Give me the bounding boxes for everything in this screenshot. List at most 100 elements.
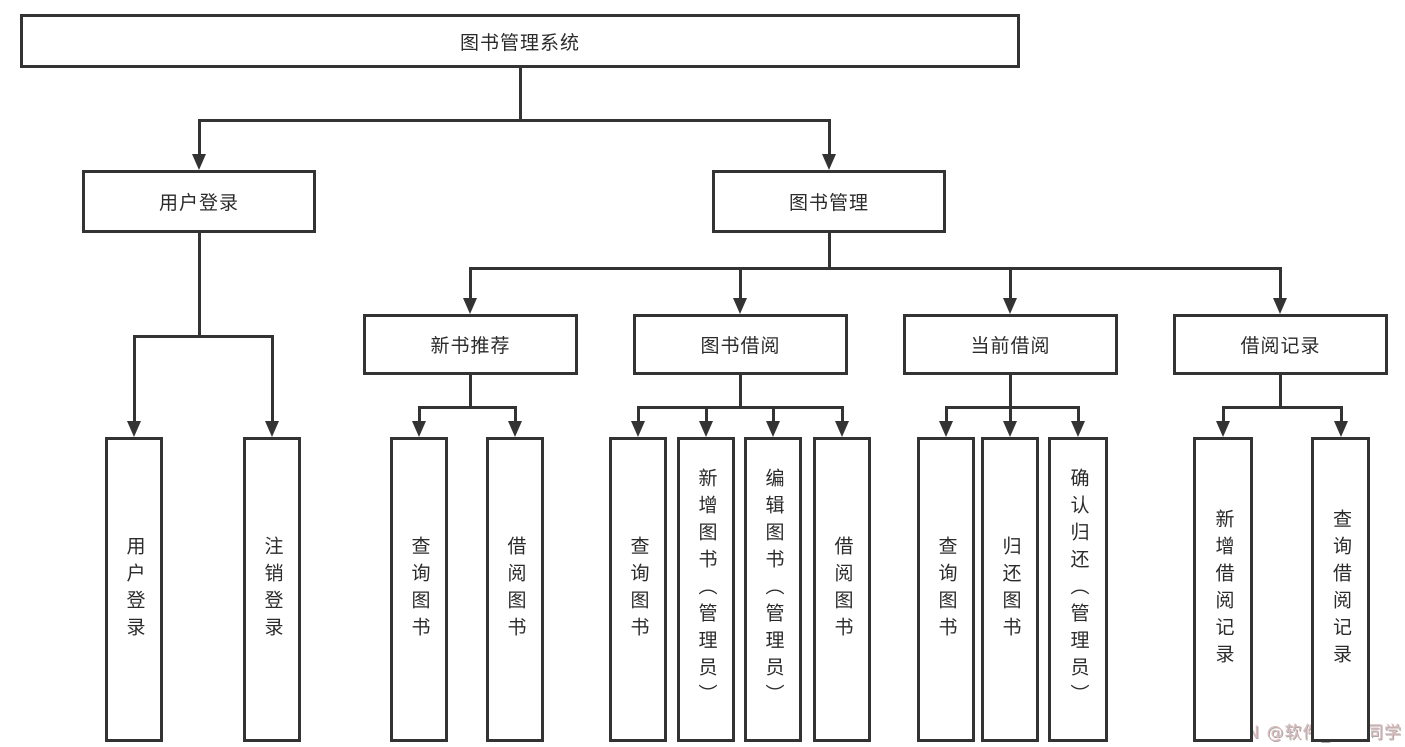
node-leaf-logout: 注销登录 (243, 437, 301, 742)
connector-line (468, 375, 472, 407)
arrow-down (1216, 407, 1230, 437)
node-leaf-borrow-book-2: 借阅图书 (813, 437, 871, 742)
arrow-shaft (1221, 407, 1225, 422)
node-label: 借阅图书 (831, 535, 854, 644)
node-leaf-query-book-1: 查询图书 (390, 437, 448, 742)
node-label: 确认归还（管理员） (1067, 468, 1090, 711)
arrowhead-icon (1003, 421, 1017, 437)
node-new-book-rec: 新书推荐 (363, 314, 578, 375)
arrowhead-icon (1216, 421, 1230, 437)
arrowhead-icon (733, 298, 747, 314)
node-label: 查询图书 (627, 535, 650, 644)
arrow-down (1071, 407, 1085, 437)
arrow-shaft (1076, 407, 1080, 422)
arrow-down (1003, 268, 1017, 314)
arrow-down (835, 407, 849, 437)
node-label: 注销登录 (261, 535, 284, 644)
arrow-shaft (468, 268, 472, 299)
arrow-shaft (840, 407, 844, 422)
arrow-down (766, 407, 780, 437)
arrow-shaft (771, 407, 775, 422)
arrowhead-icon (127, 421, 141, 437)
node-label: 编辑图书（管理员） (762, 468, 785, 711)
arrow-down (733, 268, 747, 314)
arrowhead-icon (766, 421, 780, 437)
node-leaf-borrow-book-1: 借阅图书 (486, 437, 544, 742)
node-label: 查询借阅记录 (1330, 508, 1352, 671)
connector-line (636, 405, 844, 409)
arrow-shaft (513, 407, 517, 422)
arrow-down (192, 120, 206, 170)
node-label: 图书借阅 (700, 335, 781, 357)
connector-line (417, 405, 517, 409)
arrowhead-icon (1003, 298, 1017, 314)
connector-line (1278, 375, 1282, 407)
connector-line (944, 405, 1080, 409)
arrow-down (939, 407, 953, 437)
node-label: 用户登录 (123, 535, 146, 644)
node-leaf-query-book-3: 查询图书 (917, 437, 975, 742)
connector-line (1221, 405, 1343, 409)
arrowhead-icon (699, 421, 713, 437)
node-current-borrow: 当前借阅 (903, 314, 1118, 375)
arrow-shaft (636, 407, 640, 422)
arrow-shaft (1008, 268, 1012, 299)
arrowhead-icon (1071, 421, 1085, 437)
arrow-down (265, 336, 279, 437)
arrow-shaft (197, 120, 201, 155)
arrow-shaft (417, 407, 421, 422)
node-borrow-record: 借阅记录 (1173, 314, 1388, 375)
arrowhead-icon (1273, 298, 1287, 314)
node-leaf-add-book: 新增图书（管理员） (677, 437, 735, 742)
node-leaf-query-book-2: 查询图书 (609, 437, 667, 742)
arrowhead-icon (412, 421, 426, 437)
connector-line (468, 266, 1282, 270)
arrowhead-icon (1334, 421, 1348, 437)
arrow-shaft (704, 407, 708, 422)
node-book-mgmt: 图书管理 (712, 170, 946, 233)
connector-line (738, 375, 742, 407)
arrow-down (127, 336, 141, 437)
node-leaf-confirm-return: 确认归还（管理员） (1048, 437, 1108, 742)
node-user-login: 用户登录 (82, 170, 316, 233)
node-label: 用户登录 (158, 192, 239, 214)
connector-line (1008, 375, 1012, 407)
arrow-down (508, 407, 522, 437)
node-book-borrow: 图书借阅 (633, 314, 848, 375)
arrow-down (463, 268, 477, 314)
node-leaf-return-book: 归还图书 (981, 437, 1039, 742)
connector-line (132, 334, 274, 338)
arrow-down (1003, 407, 1017, 437)
node-label: 图书管理 (788, 192, 869, 214)
node-label: 查询图书 (935, 535, 958, 644)
node-label: 借阅图书 (504, 535, 527, 644)
arrow-down (1334, 407, 1348, 437)
node-label: 归还图书 (999, 535, 1022, 644)
arrowhead-icon (822, 154, 836, 170)
arrow-shaft (132, 336, 136, 422)
connector-line (827, 233, 831, 268)
arrow-down (412, 407, 426, 437)
node-label: 新增借阅记录 (1212, 508, 1235, 671)
connector-line (518, 68, 522, 120)
arrow-shaft (827, 120, 831, 155)
arrowhead-icon (265, 421, 279, 437)
arrow-down (631, 407, 645, 437)
arrow-shaft (1008, 407, 1012, 422)
node-leaf-edit-book: 编辑图书（管理员） (744, 437, 802, 742)
connector-line (197, 233, 201, 336)
connector-line (197, 118, 831, 122)
arrow-shaft (944, 407, 948, 422)
node-label: 查询图书 (408, 535, 431, 644)
arrow-shaft (1278, 268, 1282, 299)
arrow-shaft (270, 336, 274, 422)
arrow-down (699, 407, 713, 437)
arrow-down (1273, 268, 1287, 314)
arrow-shaft (1339, 407, 1343, 422)
arrowhead-icon (192, 154, 206, 170)
node-root: 图书管理系统 (20, 14, 1020, 68)
node-label: 新书推荐 (430, 335, 511, 357)
node-leaf-query-record: 查询借阅记录 (1311, 437, 1370, 742)
node-label: 借阅记录 (1240, 335, 1321, 357)
